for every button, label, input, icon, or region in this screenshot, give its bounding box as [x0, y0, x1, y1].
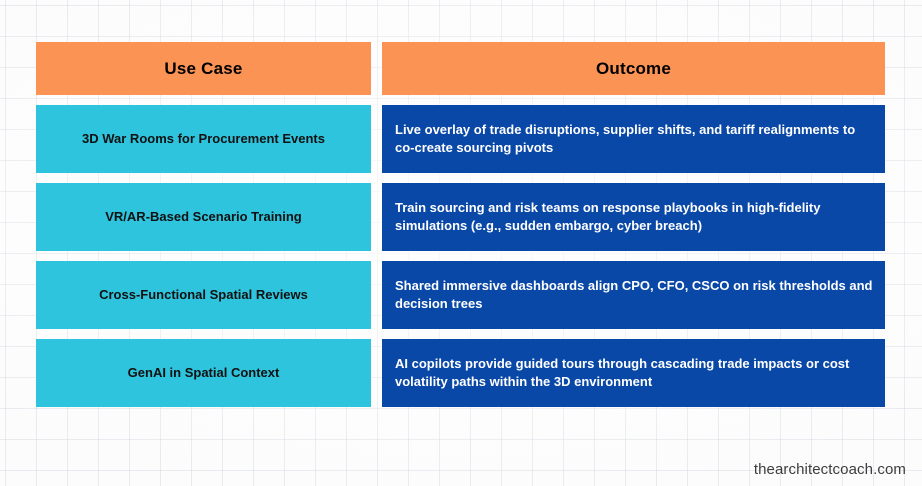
cell-outcome: Shared immersive dashboards align CPO, C…	[382, 261, 885, 329]
header-label-outcome: Outcome	[595, 58, 672, 78]
cell-use-case: VR/AR-Based Scenario Training	[36, 183, 371, 251]
outcome-label: Train sourcing and risk teams on respons…	[395, 200, 821, 233]
table-header-row: Use Case Outcome	[36, 42, 885, 95]
use-case-label: 3D War Rooms for Procurement Events	[82, 130, 325, 146]
table-row: 3D War Rooms for Procurement Events Live…	[36, 105, 885, 173]
cell-outcome: AI copilots provide guided tours through…	[382, 339, 885, 407]
header-label-use-case: Use Case	[164, 58, 243, 78]
outcome-label: Shared immersive dashboards align CPO, C…	[395, 278, 873, 311]
header-cell-use-case: Use Case	[36, 42, 371, 95]
header-cell-outcome: Outcome	[382, 42, 885, 95]
table-row: GenAI in Spatial Context AI copilots pro…	[36, 339, 885, 407]
cell-outcome: Live overlay of trade disruptions, suppl…	[382, 105, 885, 173]
cell-use-case: 3D War Rooms for Procurement Events	[36, 105, 371, 173]
table-row: Cross-Functional Spatial Reviews Shared …	[36, 261, 885, 329]
use-case-label: Cross-Functional Spatial Reviews	[99, 286, 308, 302]
use-case-label: VR/AR-Based Scenario Training	[105, 208, 302, 224]
outcome-label: Live overlay of trade disruptions, suppl…	[395, 122, 856, 155]
cell-use-case: GenAI in Spatial Context	[36, 339, 371, 407]
table-row: VR/AR-Based Scenario Training Train sour…	[36, 183, 885, 251]
watermark-text: thearchitectcoach.com	[753, 461, 906, 478]
use-case-label: GenAI in Spatial Context	[127, 364, 280, 380]
outcome-label: AI copilots provide guided tours through…	[395, 356, 850, 389]
use-case-outcome-table: Use Case Outcome 3D War Rooms for Procur…	[36, 42, 885, 407]
cell-outcome: Train sourcing and risk teams on respons…	[382, 183, 885, 251]
cell-use-case: Cross-Functional Spatial Reviews	[36, 261, 371, 329]
